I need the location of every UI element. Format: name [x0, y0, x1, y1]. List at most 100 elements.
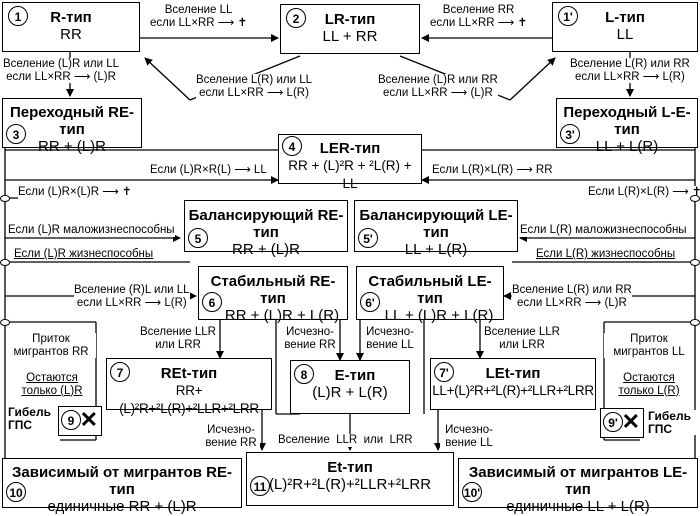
death-box-right: 9' ✕	[600, 408, 644, 438]
box-balancing-le: Балансирующий LE-тип LL + L(R)	[354, 200, 518, 258]
box-formula: LL	[616, 26, 634, 43]
node-number: 9'	[603, 412, 623, 432]
cross-icon: ✕	[621, 409, 640, 434]
box-title: Стабильный LE-тип	[368, 273, 492, 307]
box-formula: (L)R + L(R)	[312, 384, 388, 401]
box-balancing-re: Балансирующий RE-тип RR + (L)R	[184, 200, 348, 258]
node-number: 10	[6, 482, 26, 502]
box-title: Зависимый от мигрантов LE-тип	[468, 464, 688, 498]
box-formula: RR + (L)R	[38, 138, 106, 155]
box-dependent-re: Зависимый от мигрантов RE-тип единичные …	[2, 458, 242, 515]
label-7p-ll: Исчезно- вение LL	[440, 424, 498, 449]
box-et-type: Et-тип (L)²R+²L(R)+²LLR+²LRR	[246, 452, 454, 506]
node-number: 11	[250, 476, 270, 496]
box-title: REt-тип	[160, 365, 218, 382]
node-number: 6	[202, 292, 222, 312]
label-left-die: Если (L)R×(L)R ⟶ ✝	[18, 186, 132, 199]
label-8-mid: Вселение LLR или LRR	[278, 434, 413, 447]
box-formula: LL+(L)²R+²L(R)+²LLR+²LRR	[432, 383, 594, 398]
box-formula: RR + (L)R	[232, 241, 300, 258]
box-stable-le: Стабильный LE-тип LL + (L)R + L(R)	[356, 266, 504, 324]
node-number: 7	[110, 362, 130, 382]
box-formula: единичные RR + (L)R	[47, 498, 197, 515]
label-inflow-ll: Приток мигрантов LL	[604, 333, 694, 358]
box-title: L-тип	[605, 9, 645, 26]
label-inflow-rr: Приток мигрантов RR	[6, 333, 96, 358]
junction	[0, 195, 10, 202]
box-formula: LL + (L)R + L(R)	[384, 307, 494, 324]
box-title: Et-тип	[327, 459, 373, 476]
box-title: LR-тип	[324, 11, 376, 28]
node-number: 4	[282, 136, 302, 156]
cross-icon: ✕	[79, 407, 98, 432]
node-number: 10'	[462, 482, 482, 502]
box-formula: RR + (L)R + L(R)	[224, 307, 340, 324]
label-left-viable: Если (L)R жизнеспособны	[14, 248, 154, 261]
box-title: R-тип	[50, 9, 92, 26]
box-transitional-le: Переходный L-E-тип LL + L(R)	[556, 98, 698, 155]
box-formula: LL + L(R)	[595, 138, 659, 155]
label-7-in: Вселение LLR или LRR	[138, 326, 218, 351]
junction	[0, 319, 10, 326]
label-4-right: Если L(R)×L(R) ⟶ RR	[432, 164, 553, 177]
box-title: LER-тип	[319, 140, 381, 157]
box-ler-type: LER-тип RR + (L)²R + ²L(R) + LL	[278, 134, 422, 191]
box-title: Стабильный RE-тип	[210, 273, 336, 307]
box-formula: RR+(L)²R+²L(R)+²LLR+²LRR	[119, 383, 259, 416]
node-number: 3'	[560, 124, 580, 144]
label-death-left: Гибель ГПС	[8, 405, 52, 432]
box-title: Переходный L-E-тип	[563, 104, 691, 138]
label-only-ll: Остаются только L(R)	[606, 372, 692, 397]
box-formula: LL + L(R)	[404, 241, 468, 258]
box-formula: (L)²R+²L(R)+²LLR+²LRR	[268, 476, 432, 493]
label-8-ll: Исчезно- вение LL	[362, 326, 418, 351]
box-stable-re: Стабильный RE-тип RR + (L)R + L(R)	[198, 266, 348, 324]
box-title: Зависимый от мигрантов RE-тип	[11, 464, 232, 498]
box-let-type: LEt-тип LL+(L)²R+²L(R)+²LLR+²LRR	[430, 358, 596, 410]
box-title: Балансирующий LE-тип	[359, 207, 513, 241]
box-title: LEt-тип	[485, 365, 541, 382]
label-7p-in: Вселение LLR или LRR	[482, 326, 562, 351]
node-number: 2	[286, 8, 306, 28]
death-box-left: 9 ✕	[58, 406, 102, 436]
box-ret-type: REt-тип RR+(L)²R+²L(R)+²LLR+²LRR	[106, 358, 272, 416]
label-right-die: Если L(R)×L(R) ⟶ ✝	[588, 186, 700, 199]
junction	[690, 259, 700, 266]
box-title: Балансирующий RE-тип	[188, 207, 344, 241]
label-right-low: Если L(R) маложизнеспособны	[520, 224, 687, 237]
box-formula: RR + (L)²R + ²L(R) + LL	[288, 158, 412, 191]
label-death-right: Гибель ГПС	[648, 410, 696, 435]
node-number: 8	[294, 364, 314, 384]
node-number: 9	[61, 410, 81, 430]
node-number: 5	[188, 228, 208, 248]
box-formula: LL + RR	[322, 28, 378, 45]
box-title: E-тип	[334, 367, 376, 384]
node-number: 1'	[558, 6, 578, 26]
label-right-viable: Если L(R) жизнеспособны	[536, 248, 676, 261]
node-number: 6'	[360, 292, 380, 312]
box-formula: единичные LL + L(R)	[506, 498, 650, 515]
node-number: 3	[6, 124, 26, 144]
label-7-rr: Исчезно- вение RR	[202, 424, 260, 449]
junction	[690, 319, 700, 326]
box-formula: RR	[60, 26, 82, 43]
label-4-left: Если (L)R×R(L) ⟶ LL	[150, 164, 267, 177]
label-8-rr: Исчезно- вение RR	[282, 326, 338, 351]
label-left-low: Если (L)R маложизнеспособны	[8, 224, 175, 237]
box-dependent-le: Зависимый от мигрантов LE-тип единичные …	[458, 458, 698, 515]
node-number: 7'	[434, 362, 454, 382]
junction	[690, 195, 700, 202]
junction	[0, 259, 10, 266]
label-only-rr: Остаются только (L)R	[10, 372, 94, 397]
node-number: 1	[8, 6, 28, 26]
box-transitional-re: Переходный RE-тип RR + (L)R	[2, 98, 142, 155]
node-number: 5'	[358, 228, 378, 248]
